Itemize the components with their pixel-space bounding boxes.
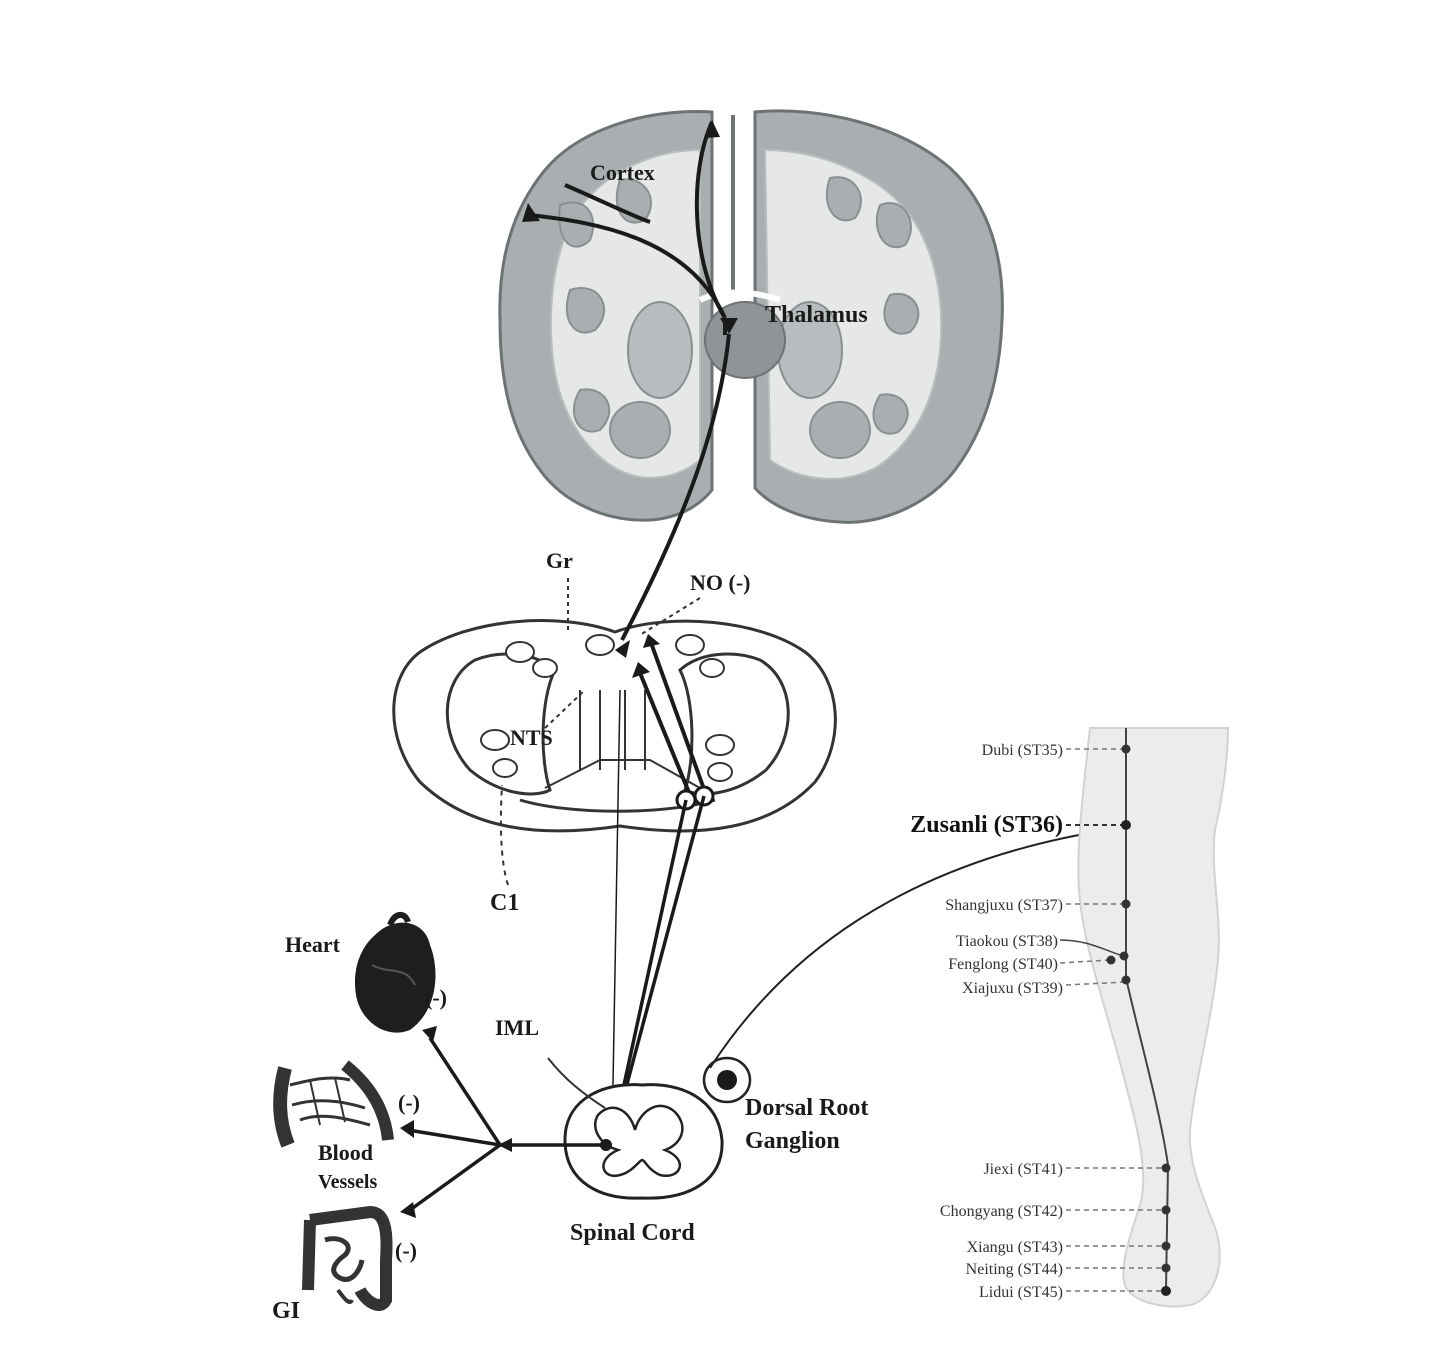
blood-vessel-label-line1: Blood <box>318 1140 373 1165</box>
acupoint-label-neiting: Neiting (ST44) <box>966 1261 1063 1278</box>
leg-silhouette <box>1077 727 1230 1308</box>
acupoint-dot-shangjuxu <box>1121 899 1131 909</box>
gi-tract-icon <box>302 1205 393 1311</box>
no-label: NO (-) <box>690 570 750 595</box>
dorsal-root-label-line2: Ganglion <box>745 1128 840 1154</box>
acupoint-label-dubi: Dubi (ST35) <box>982 742 1063 759</box>
basal-ganglia-left <box>627 301 693 399</box>
spinal-cord-section <box>563 1083 724 1200</box>
acupoint-label-fenglong: Fenglong (ST40) <box>948 956 1058 973</box>
dorsal-root-ganglion <box>702 1056 752 1104</box>
acupoint-list: Dubi (ST35) Zusanli (ST36) Shangjuxu (ST… <box>910 742 1171 1301</box>
lower-leg <box>1077 727 1230 1308</box>
medulla-nuclei <box>480 634 735 789</box>
gr-label: Gr <box>546 548 573 573</box>
heart-icon <box>354 911 436 1033</box>
acupoint-label-jiexi: Jiexi (ST41) <box>983 1161 1063 1178</box>
heart-arrowhead <box>422 1026 437 1042</box>
spinal-gray-matter <box>593 1104 684 1178</box>
acupoint-dot-jiexi <box>1161 1163 1171 1173</box>
acupoint-label-shangjuxu: Shangjuxu (ST37) <box>945 897 1063 914</box>
thalamus-arrowhead <box>720 318 738 334</box>
acupoint-dot-lidui <box>1161 1286 1171 1296</box>
acupoint-dot-fenglong <box>1106 955 1116 965</box>
acupoint-label-xiangu: Xiangu (ST43) <box>967 1239 1063 1256</box>
medulla-arrowhead <box>615 640 630 658</box>
vessel-arrowhead <box>400 1120 414 1138</box>
acupoint-dot-xiajuxu <box>1121 975 1131 985</box>
c1-label: C1 <box>490 890 519 916</box>
iml-label: IML <box>495 1015 539 1040</box>
acupoint-label-chongyang: Chongyang (ST42) <box>940 1203 1063 1220</box>
acupoint-dot-neiting <box>1161 1263 1171 1273</box>
afferent-nerve-from-zusanli <box>709 827 1121 1069</box>
acupoint-label-zusanli: Zusanli (ST36) <box>910 812 1063 838</box>
acupoint-label-xiajuxu: Xiajuxu (ST39) <box>962 980 1063 997</box>
acupoint-dot-xiangu <box>1161 1241 1171 1251</box>
spinal-cord-label: Spinal Cord <box>570 1220 695 1246</box>
gi-sign: (-) <box>395 1238 417 1263</box>
acupoint-dot-tiaokou <box>1119 951 1129 961</box>
cortex-label: Cortex <box>590 160 655 185</box>
medulla-section <box>392 619 837 833</box>
blood-vessel-icon <box>273 1060 394 1148</box>
brain-coronal-section <box>498 109 1004 524</box>
acupoint-label-lidui: Lidui (ST45) <box>979 1284 1063 1301</box>
acupoint-dot-dubi <box>1121 744 1131 754</box>
thalamus-label: Thalamus <box>765 302 868 328</box>
thalamus-medulla-tract <box>620 333 731 641</box>
blood-vessel-sign: (-) <box>398 1090 420 1115</box>
cortex-arrowhead-left <box>522 203 540 222</box>
gi-arrowhead <box>400 1202 416 1218</box>
heart-label: Heart <box>285 932 341 957</box>
acupoint-dot-chongyang <box>1161 1205 1171 1215</box>
cortex-arrowhead-top <box>705 120 720 138</box>
medulla-pathways <box>636 639 707 796</box>
gi-label: GI <box>272 1298 300 1324</box>
stomach-meridian <box>1125 728 1170 1291</box>
nts-label: NTS <box>510 725 553 750</box>
blood-vessel-label-line2: Vessels <box>318 1171 377 1193</box>
acupoint-dot-zusanli <box>1121 820 1131 830</box>
heart-sign: (-) <box>425 985 447 1010</box>
dorsal-root-label-line1: Dorsal Root <box>745 1095 868 1121</box>
efferent-pathways <box>407 1037 606 1212</box>
acupoint-label-tiaokou: Tiaokou (ST38) <box>956 933 1058 950</box>
